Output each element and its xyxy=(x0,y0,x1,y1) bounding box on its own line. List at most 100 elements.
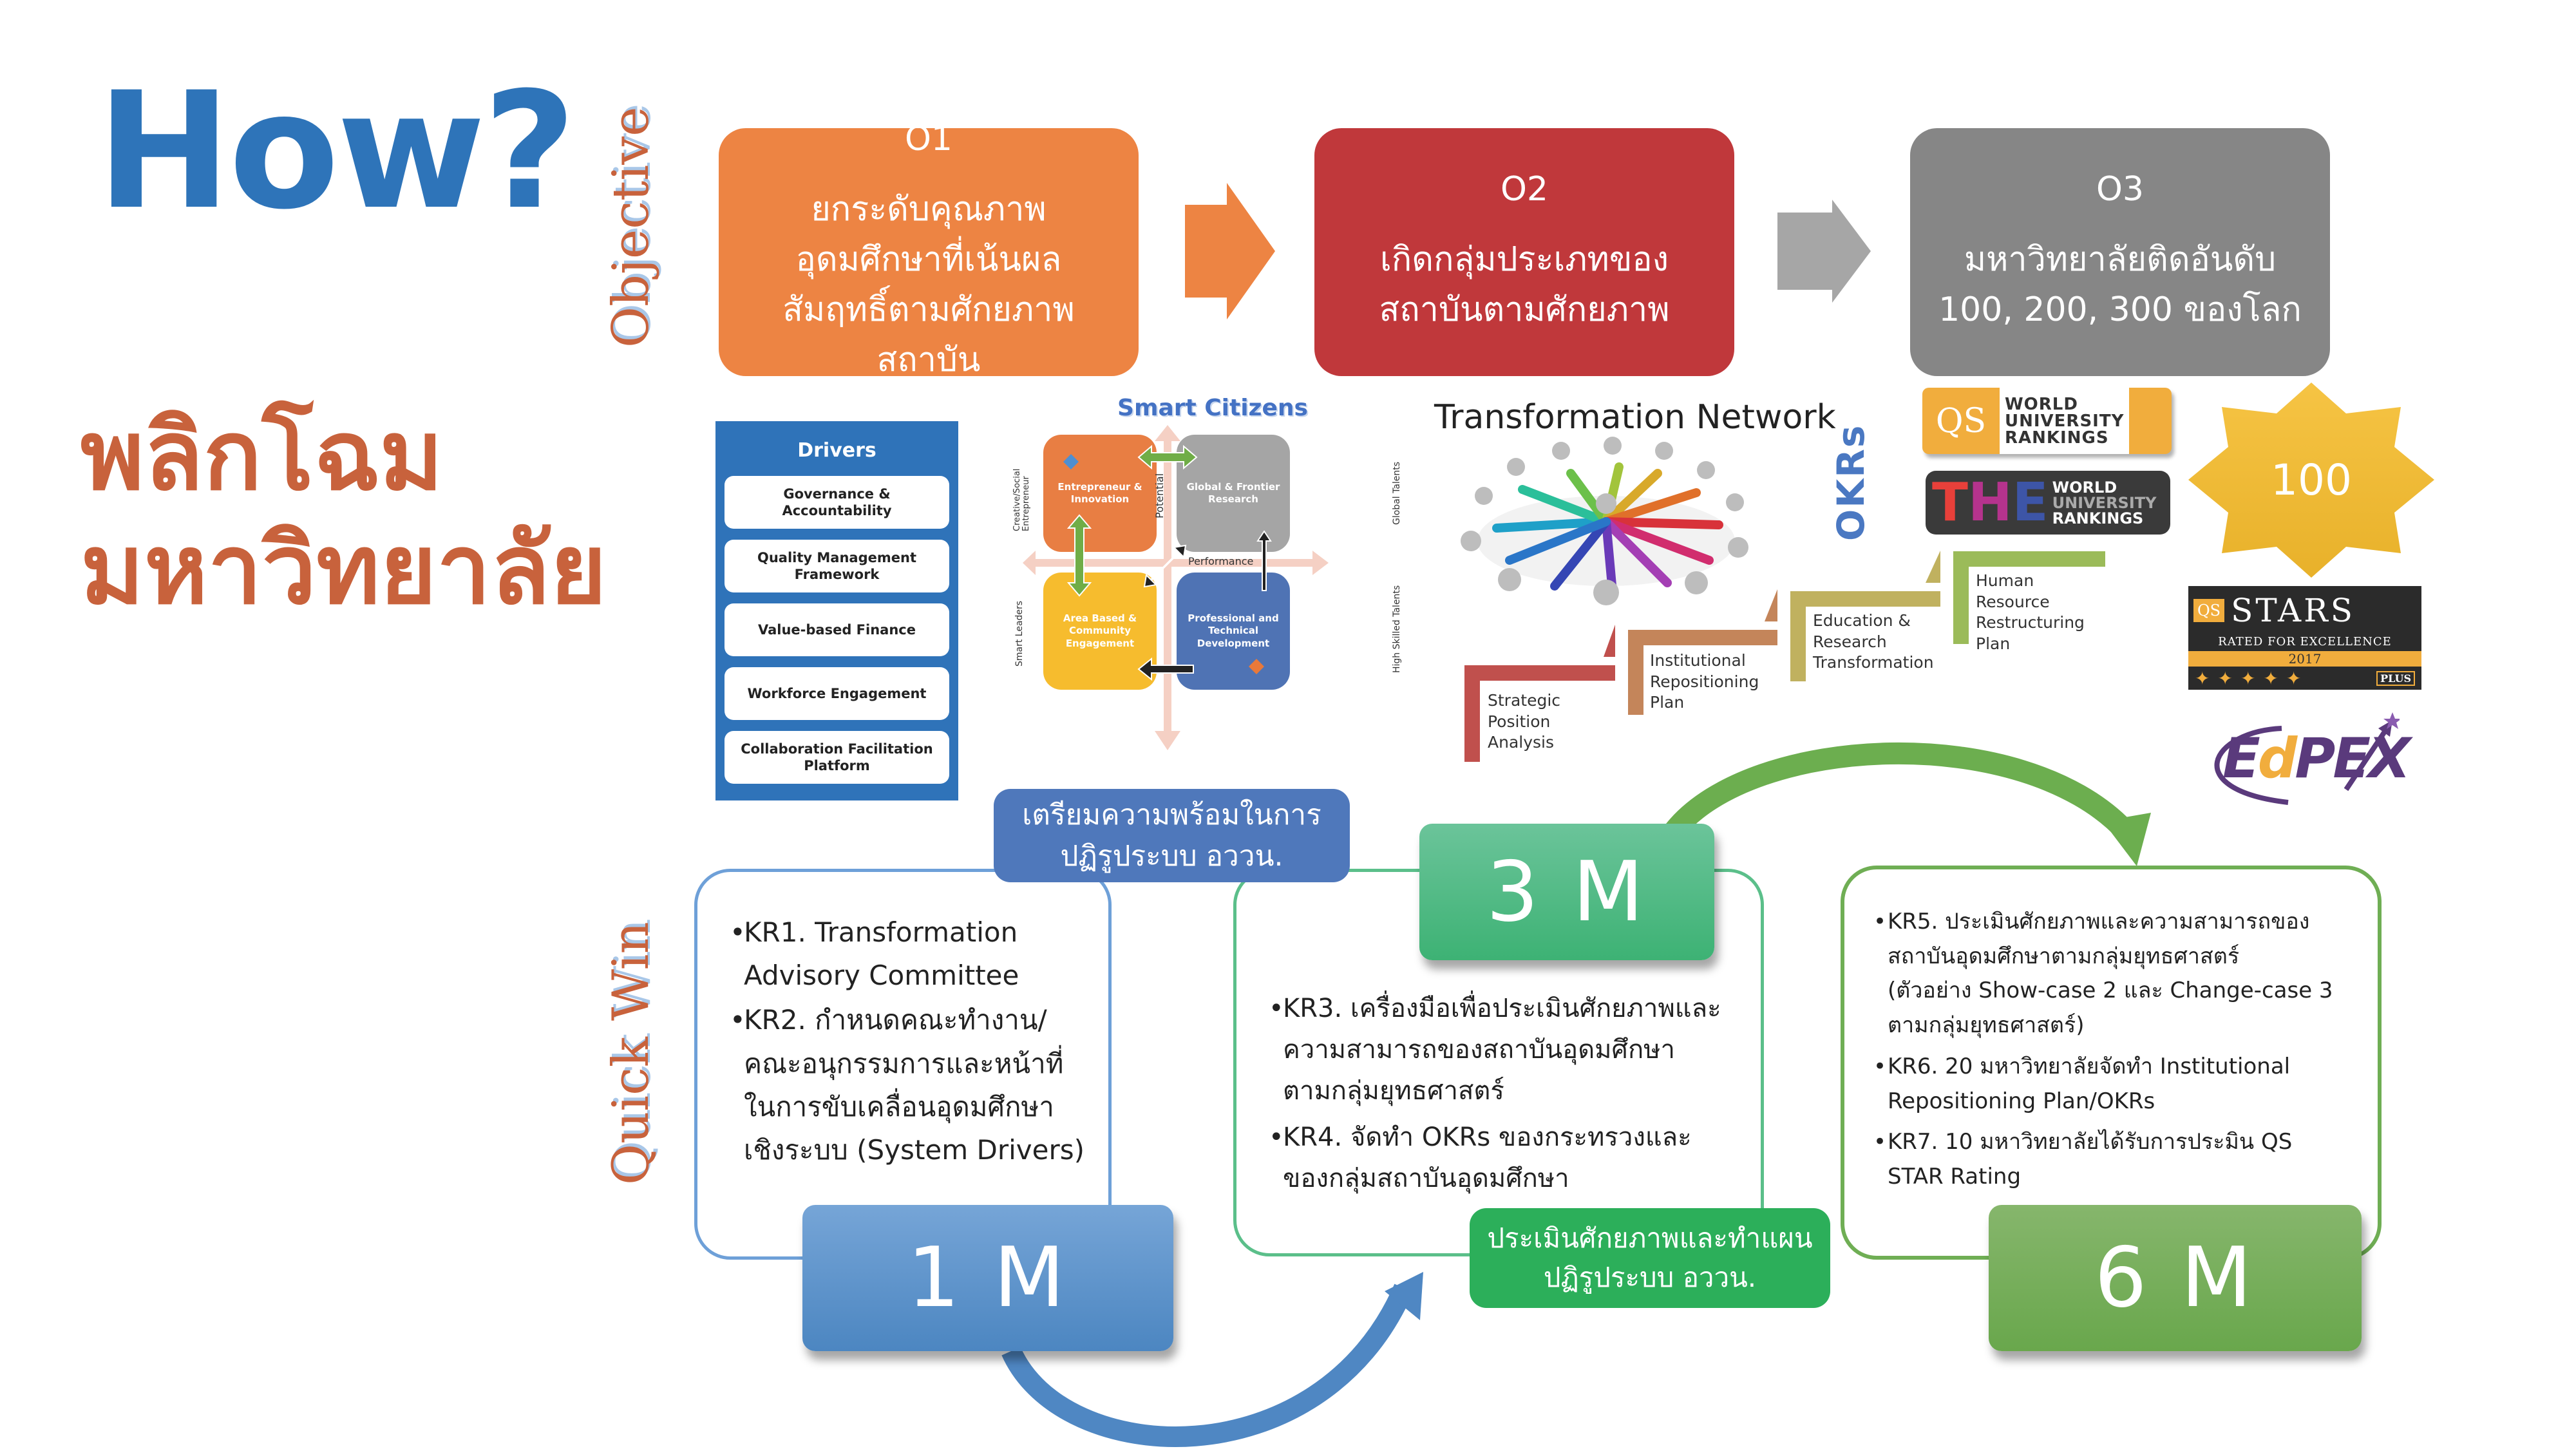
how-title: How? xyxy=(97,57,576,245)
objective-section-label: Objective xyxy=(602,106,660,348)
kr-item: KR1. Transformation Advisory Committee xyxy=(730,911,1084,997)
objective-code: O1 xyxy=(904,119,952,158)
drivers-panel: Drivers Governance & Accountability Qual… xyxy=(715,421,958,800)
kr-box-1m: KR1. Transformation Advisory Committee K… xyxy=(694,869,1112,1260)
kr-item: KR5. ประเมินศักยภาพและความสามารถของ สถาบ… xyxy=(1873,905,2333,1043)
edpex-rest: PEX xyxy=(2295,726,2410,791)
kr-item: KR7. 10 มหาวิทยาลัยได้รับการประมิน QS ST… xyxy=(1873,1125,2333,1194)
kr-item: KR3. เครื่องมือเพื่อประเมินศักยภาพและ คว… xyxy=(1269,988,1721,1112)
quadrant-professional: Professional and Technical Development xyxy=(1177,573,1290,690)
side-label-smart-leaders: Smart Leaders xyxy=(1014,600,1025,667)
qs-stars-year: 2017 xyxy=(2188,651,2421,667)
matrix-arrows xyxy=(1063,444,1272,681)
edpex-wordmark: EdPEX xyxy=(2222,726,2410,791)
objective-code: O3 xyxy=(2096,169,2144,209)
driver-item: Governance & Accountability xyxy=(724,476,949,529)
edpex-logo: EdPEX xyxy=(2185,712,2410,807)
qs-stars-tagline: RATED FOR EXCELLENCE xyxy=(2188,635,2421,651)
objective-card-o3: O3 มหาวิทยาลัยติดอันดับ 100, 200, 300 ขอ… xyxy=(1910,128,2330,376)
star-icon: ✦ xyxy=(2195,667,2210,689)
curved-arrow-3m-to-6m xyxy=(1665,743,2134,838)
qs-logo-line: UNIVERSITY xyxy=(2005,411,2125,431)
qs-stars-rating: ✦ ✦ ✦ ✦ ✦ PLUS xyxy=(2188,667,2421,690)
kr-item: KR6. 20 มหาวิทยาลัยจัดทำ Institutional R… xyxy=(1873,1050,2333,1119)
driver-item: Workforce Engagement xyxy=(724,667,949,720)
double-arrow-icon xyxy=(1066,444,1198,597)
smart-citizens-matrix: Smart Citizens Entrepreneur & Innovation… xyxy=(1007,390,1419,789)
qs-stars-logo: QS STARS RATED FOR EXCELLENCE 2017 ✦ ✦ ✦… xyxy=(2188,586,2421,690)
milestone-6m: 6 M xyxy=(1989,1205,2362,1351)
side-label-high-skilled: High Skilled Talents xyxy=(1392,585,1402,673)
okrs-label: OKRs xyxy=(1829,424,1873,541)
transformation-network-title: Transformation Network xyxy=(1434,398,1836,437)
the-rankings-logo: T H E WORLD UNIVERSITY RANKINGS xyxy=(1926,471,2170,535)
qs-stars-word: STARS xyxy=(2231,592,2356,629)
qs-rankings-logo: QS WORLD UNIVERSITY RANKINGS xyxy=(1922,388,2172,454)
objective-text: ยกระดับคุณภาพอุดมศึกษาที่เน้นผลสัมฤทธิ์ต… xyxy=(782,189,1075,379)
prep-reform-label: เตรียมความพร้อมในการปฏิรูประบบ อววน. xyxy=(994,789,1350,882)
matrix-axes xyxy=(1023,425,1329,750)
objective-card-o2: O2 เกิดกลุ่มประเภทของสถาบันตามศักยภาพ xyxy=(1314,128,1734,376)
arrow-head-icon xyxy=(1385,1272,1423,1320)
milestone-3m: 3 M xyxy=(1419,824,1714,960)
objective-code: O2 xyxy=(1500,169,1548,209)
driver-item: Collaboration Facilitation Platform xyxy=(724,731,949,784)
axis-label-performance: Performance xyxy=(1188,555,1254,567)
quadrant-entrepreneur: Entrepreneur & Innovation xyxy=(1043,435,1157,552)
network-illustration xyxy=(1461,437,1748,605)
star-badge-value: 100 xyxy=(2271,455,2352,505)
stair-step-label: Education & Research Transformation xyxy=(1813,611,1934,672)
quadrant-global-research: Global & Frontier Research xyxy=(1177,435,1290,552)
quadrant-area-based: Area Based & Community Engagement xyxy=(1043,573,1157,690)
qs-logo-line: WORLD xyxy=(2005,394,2078,414)
the-letter-e: E xyxy=(2012,471,2049,533)
star-icon: ✦ xyxy=(2263,667,2278,689)
stair-step-label: Strategic Position Analysis xyxy=(1488,691,1561,752)
drivers-title: Drivers xyxy=(797,439,876,462)
objective-text: มหาวิทยาลัยติดอันดับ 100, 200, 300 ของโล… xyxy=(1938,240,2302,329)
the-logo-line: WORLD xyxy=(2052,478,2117,497)
the-logo-line: UNIVERSITY xyxy=(2052,493,2157,512)
star-icon: ✦ xyxy=(2240,667,2256,689)
thai-title-line1: พลิกโฉม xyxy=(80,400,444,512)
stair-step-label: Human Resource Restructuring Plan xyxy=(1976,571,2085,653)
star-icon: ✦ xyxy=(2217,667,2233,689)
arrow-right-icon xyxy=(1185,183,1275,319)
kr-item: KR2. กำหนดคณะทำงาน/ คณะอนุกรรมการและหน้า… xyxy=(730,998,1084,1171)
qs-stars-plus: PLUS xyxy=(2376,670,2415,686)
the-letter-t: T xyxy=(1932,471,1968,533)
diamond-icon xyxy=(1249,659,1264,674)
driver-item: Value-based Finance xyxy=(724,603,949,656)
milestone-1m: 1 M xyxy=(802,1205,1173,1351)
quick-win-section-label: Quick Win xyxy=(602,922,660,1185)
axis-label-potential: Potential xyxy=(1153,473,1166,518)
edpex-swoosh-icon xyxy=(2214,712,2400,805)
objective-text: เกิดกลุ่มประเภทของสถาบันตามศักยภาพ xyxy=(1379,240,1670,329)
the-letter-h: H xyxy=(1967,471,2012,533)
black-arrow-icon xyxy=(1137,530,1272,681)
thai-title-line2: มหาวิทยาลัย xyxy=(80,514,607,626)
stair-step-label: Institutional Repositioning Plan xyxy=(1650,651,1759,712)
qs-stars-mark: QS xyxy=(2193,599,2225,622)
kr-item: KR4. จัดทำ OKRs ของกระทรวงและ ของกลุ่มสถ… xyxy=(1269,1117,1721,1199)
diamond-icon xyxy=(1063,454,1079,469)
star-badge-icon xyxy=(2188,383,2434,578)
arrow-right-icon xyxy=(1777,200,1871,303)
qs-mark: QS xyxy=(1935,401,1987,440)
side-label-creative: Creative/Social Entrepreneur xyxy=(1012,468,1032,531)
assess-reform-label: ประเมินศักยภาพและทำแผนปฏิรูประบบ อววน. xyxy=(1470,1208,1830,1308)
edpex-e: E xyxy=(2222,726,2260,791)
qs-logo-line: RANKINGS xyxy=(2005,428,2109,448)
star-badge: 100 xyxy=(2188,383,2434,578)
side-label-global-talents: Global Talents xyxy=(1392,461,1402,525)
thai-title: พลิกโฉม มหาวิทยาลัย xyxy=(80,399,607,627)
kr-box-6m: KR5. ประเมินศักยภาพและความสามารถของ สถาบ… xyxy=(1841,866,2382,1260)
stairs-diagram xyxy=(1464,551,2105,762)
objective-card-o1: O1 ยกระดับคุณภาพอุดมศึกษาที่เน้นผลสัมฤทธ… xyxy=(719,120,1139,379)
curved-arrow-1m-to-3m xyxy=(1001,1283,1414,1447)
the-logo-line: RANKINGS xyxy=(2052,509,2144,527)
edpex-d: d xyxy=(2257,726,2298,791)
arrow-head-icon xyxy=(2103,813,2151,866)
smart-citizens-title: Smart Citizens xyxy=(1117,395,1308,421)
